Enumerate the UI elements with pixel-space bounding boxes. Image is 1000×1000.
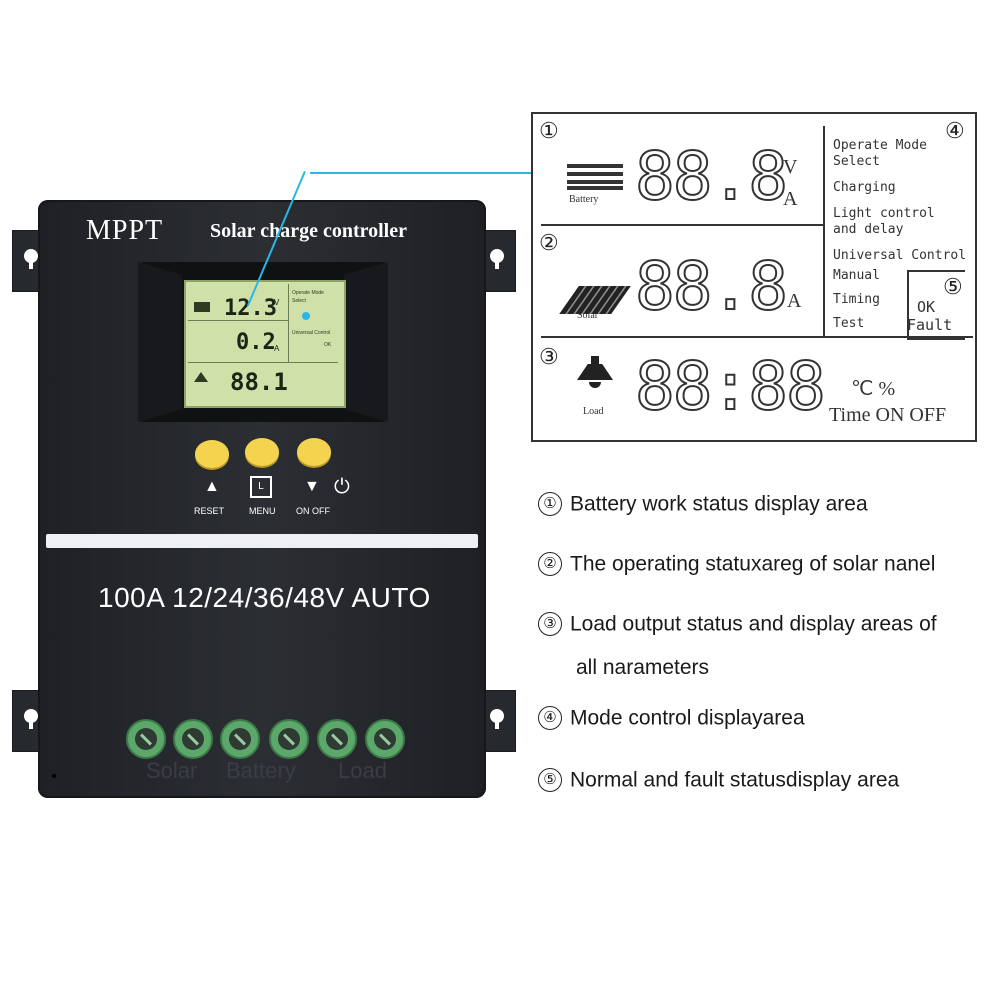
on-off-label: ON OFF [296, 506, 330, 516]
zone-3-number: ③ [539, 344, 559, 369]
lamp-icon [194, 372, 208, 382]
legend-text-continued: all narameters [576, 656, 710, 679]
legend-item: ① Battery work status display area [538, 492, 868, 517]
lcd-mode-sub: Select [292, 298, 306, 304]
zone-5-number: ⑤ [943, 274, 963, 299]
zone-2-unit-a: A [787, 290, 802, 312]
solar-caption: Solar [577, 310, 599, 321]
legend-item: ⑤ Normal and fault statusdisplay area [538, 768, 900, 793]
lcd-status: OK [324, 342, 332, 348]
legend-number: ③ [538, 612, 562, 637]
terminal-screw[interactable] [220, 719, 260, 759]
legend-number: ① [538, 492, 562, 517]
lamp-icon [573, 356, 617, 396]
terminal-screw[interactable] [173, 719, 213, 759]
zone-4-number: ④ [945, 118, 965, 143]
white-stripe [46, 534, 478, 548]
zone-3-digits: 88:88 [634, 348, 827, 425]
legend-text: Load output status and display areas of [570, 612, 937, 636]
menu-label: MENU [249, 506, 276, 516]
zone-1-digits: 88.8 [634, 138, 789, 215]
reset-button[interactable] [195, 440, 229, 468]
load-caption: Load [583, 406, 604, 417]
brand-label: MPPT [86, 215, 164, 246]
lcd-mode-label: Operate Mode [292, 290, 324, 296]
lcd-load-value: 88.1 [230, 368, 288, 396]
legend-number: ④ [538, 706, 562, 731]
status-ok: OK [917, 298, 936, 316]
embossed-load-label: Load [338, 758, 387, 783]
on-off-button[interactable] [297, 438, 331, 466]
lcd-voltage-unit: V [274, 298, 280, 307]
terminal-screw[interactable] [269, 719, 309, 759]
mode-item: Timing [833, 292, 880, 307]
zone-2-number: ② [539, 230, 559, 255]
zone-1-unit-v: V [783, 156, 798, 178]
battery-icon [567, 160, 623, 190]
legend-text: Normal and fault statusdisplay area [570, 768, 900, 792]
mode-item: Universal Control [833, 248, 967, 263]
mode-item: Operate Mode [833, 138, 927, 153]
callout-line [310, 172, 532, 174]
terminal-screw[interactable] [317, 719, 357, 759]
embossed-solar-label: Solar [146, 758, 198, 783]
battery-caption: Battery [569, 194, 599, 205]
embossed-battery-label: Battery [226, 758, 296, 783]
up-arrow-icon: ▲ [204, 478, 220, 495]
power-icon: ⏻ [334, 476, 350, 498]
terminal-screw[interactable] [126, 719, 166, 759]
legend-item: ② The operating statuxareg of solar nanel [538, 552, 936, 577]
legend-text: Mode control displayarea [570, 706, 805, 730]
mode-item: Charging [833, 180, 896, 195]
legend-text: The operating statuxareg of solar nanel [570, 552, 936, 576]
zone-3-units-top: ℃ % [851, 378, 896, 400]
battery-icon [194, 302, 210, 312]
mode-item: Test [833, 316, 865, 331]
lcd-current-unit: A [274, 344, 280, 353]
legend-text: Battery work status display area [570, 492, 868, 516]
zone-1-number: ① [539, 118, 559, 143]
indicator-led [52, 774, 56, 778]
terminal-screw[interactable] [365, 719, 405, 759]
solar-charge-controller: MPPT Solar charge controller 12.3 V 0.2 … [38, 200, 486, 798]
legend-item: ④ Mode control displayarea [538, 706, 805, 731]
legend-number: ⑤ [538, 768, 562, 793]
lcd-screen: 12.3 V 0.2 A Operate Mode Select Univers… [184, 280, 346, 408]
zone-3-units-bottom: Time ON OFF [829, 404, 947, 426]
legend-number: ② [538, 552, 562, 577]
status-box [907, 270, 965, 340]
reset-label: RESET [194, 506, 225, 516]
product-subtitle: Solar charge controller [210, 220, 407, 242]
mode-item: and delay [833, 222, 904, 237]
lcd-current: 0.2 [236, 330, 276, 355]
mode-item: Select [833, 154, 880, 169]
callout-dot [302, 312, 310, 320]
mode-item: Light control [833, 206, 935, 221]
legend-item: ③ Load output status and display areas of [538, 612, 937, 637]
status-fault: Fault [907, 316, 953, 334]
lcd-mode-mid: Universal Control [292, 330, 331, 336]
down-arrow-icon: ▼ [304, 478, 320, 495]
menu-button[interactable] [245, 438, 279, 466]
display-diagram: ① Battery 88.8 V A ② Solar 88.8 A ③ Load… [531, 112, 977, 442]
spec-text: 100A 12/24/36/48V AUTO [98, 582, 431, 613]
zone-1-unit-a: A [783, 188, 798, 210]
mode-item: Manual [833, 268, 880, 283]
menu-icon: L [250, 476, 272, 498]
zone-2-digits: 88.8 [634, 248, 789, 325]
